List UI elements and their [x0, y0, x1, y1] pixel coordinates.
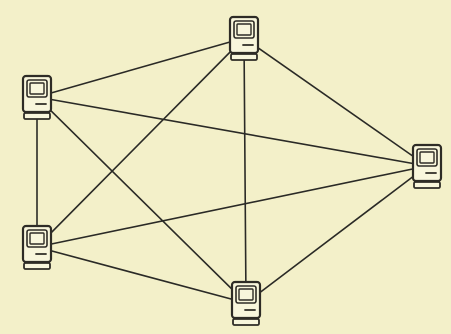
connection-line-computer-top-to-computer-left-upper — [36, 37, 245, 98]
connection-line-computer-left-upper-to-computer-bottom — [36, 96, 247, 304]
computer-left-lower-compact-mac-computer-icon — [21, 224, 53, 270]
connection-line-computer-top-to-computer-left-lower — [36, 37, 245, 248]
connection-line-computer-right-to-computer-left-lower — [36, 165, 428, 248]
connection-lines — [36, 37, 428, 304]
connection-line-computer-right-to-computer-bottom — [245, 165, 428, 304]
computer-nodes — [21, 15, 443, 326]
computer-top-compact-mac-computer-icon — [228, 15, 260, 61]
computer-right-compact-mac-computer-icon — [411, 143, 443, 189]
connection-line-computer-left-upper-to-computer-right — [36, 96, 428, 167]
computer-bottom-compact-mac-computer-icon — [230, 280, 262, 326]
connection-line-computer-top-to-computer-right — [243, 37, 428, 167]
computer-left-upper-compact-mac-computer-icon — [21, 74, 53, 120]
connection-line-computer-top-to-computer-bottom — [243, 37, 247, 304]
connection-line-computer-left-lower-to-computer-bottom — [36, 246, 247, 304]
